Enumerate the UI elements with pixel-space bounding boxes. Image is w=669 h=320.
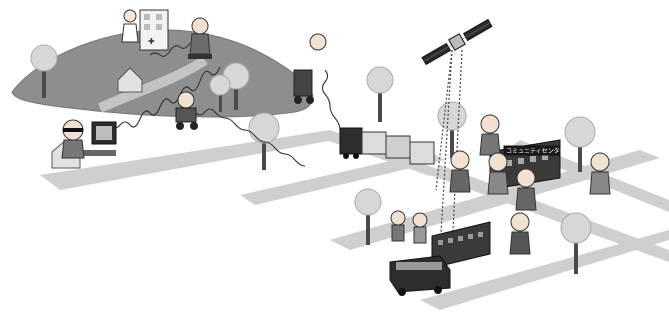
elderly-person-icon — [515, 168, 537, 211]
children-icon — [390, 210, 428, 244]
wire-wheelchair-to-train — [194, 108, 306, 167]
elderly-person-icon — [61, 119, 85, 159]
satellite-beams — [435, 49, 463, 251]
community-center-label: コミュニティセンター — [506, 147, 566, 155]
elderly-person-icon — [479, 114, 501, 156]
elderly-person-icon — [449, 150, 471, 193]
elderly-person-icon — [589, 152, 611, 195]
communication-wires — [99, 42, 346, 167]
computer-icon — [82, 121, 117, 156]
elderly-person-icon — [188, 17, 212, 59]
tree-icon — [209, 74, 231, 112]
trees — [30, 44, 596, 274]
tree-icon — [248, 112, 280, 170]
satellite-icon — [421, 18, 493, 66]
wire-hospital — [149, 42, 191, 57]
tree-icon — [30, 44, 58, 98]
elderly-person-icon — [509, 212, 531, 255]
hill-path — [97, 55, 208, 113]
house-icon — [117, 67, 143, 93]
bus-icon — [389, 255, 451, 296]
tree-icon — [560, 212, 592, 274]
road-bottom — [420, 230, 669, 310]
community-center-sign — [503, 145, 561, 156]
tree-icon — [366, 66, 394, 122]
train-icon — [339, 127, 435, 165]
wheelchair-user-icon — [293, 33, 327, 104]
road-main-diagonal — [40, 130, 345, 190]
road-middle — [240, 152, 445, 205]
wheelchair-user-icon — [175, 91, 198, 130]
wire-computer-to-hill — [99, 66, 221, 129]
tree-icon — [564, 116, 596, 172]
hospital-icon: ✚ — [139, 9, 169, 51]
svg-text:✚: ✚ — [148, 37, 155, 46]
school-building-icon — [431, 221, 491, 269]
elderly-person-icon — [487, 152, 509, 195]
tree-icon — [354, 188, 382, 245]
tree-icon — [437, 101, 467, 158]
doctor-icon — [121, 9, 139, 43]
